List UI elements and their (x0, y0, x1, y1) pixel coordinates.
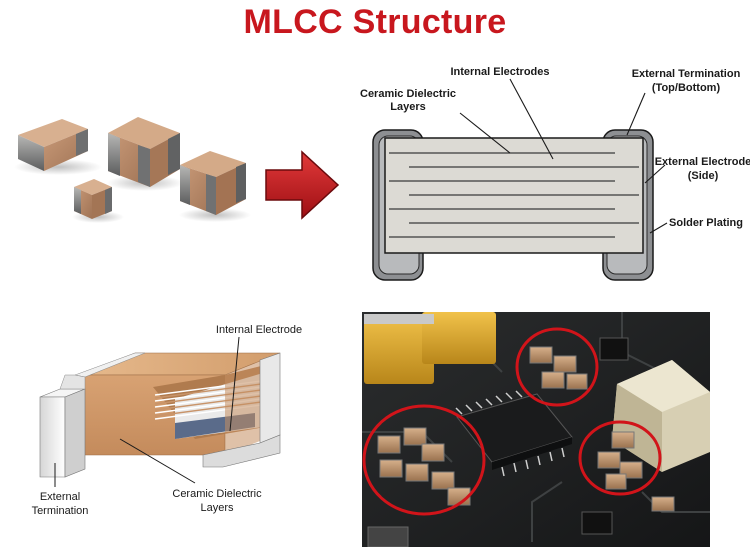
label-external-1: External (40, 491, 80, 503)
label-external-electrode-1: External Electrode (655, 156, 750, 168)
label-ceramic-dielectric-1: Ceramic Dielectric (360, 88, 456, 100)
mlcc-chips-photo (14, 117, 251, 223)
cutaway-3d-diagram: Internal Electrode External Termination … (32, 324, 303, 517)
label-ceramic-2: Layers (200, 502, 234, 514)
label-internal-electrodes: Internal Electrodes (450, 66, 549, 78)
label-ceramic-dielectric-2: Layers (390, 101, 425, 113)
label-solder-plating: Solder Plating (669, 217, 743, 229)
label-external-2: Termination (32, 505, 89, 517)
label-external-termination-1: External Termination (632, 68, 741, 80)
ic-chip (455, 390, 573, 477)
mlcc-group-left (377, 427, 471, 506)
tantalum-capacitors (364, 312, 496, 384)
internal-electrode-lines (389, 152, 639, 238)
label-external-termination-2: (Top/Bottom) (652, 82, 721, 94)
chip-large-right (179, 151, 251, 222)
mlcc-group-right (597, 431, 643, 490)
label-ceramic-1: Ceramic Dielectric (172, 488, 262, 500)
label-external-electrode-2: (Side) (688, 170, 719, 182)
cross-section-diagram: Internal Electrodes Ceramic Dielectric L… (360, 66, 750, 281)
chip-large-left (14, 119, 102, 175)
chip-small (72, 179, 124, 223)
label-internal-electrode: Internal Electrode (216, 324, 302, 336)
pcb-photo (362, 312, 710, 547)
highlight-circles (362, 327, 662, 516)
red-arrow-icon (265, 150, 340, 220)
page-title: MLCC Structure (243, 3, 507, 41)
chip-large-center (107, 117, 183, 191)
metal-can (612, 360, 710, 472)
mlcc-group-top (529, 346, 588, 390)
